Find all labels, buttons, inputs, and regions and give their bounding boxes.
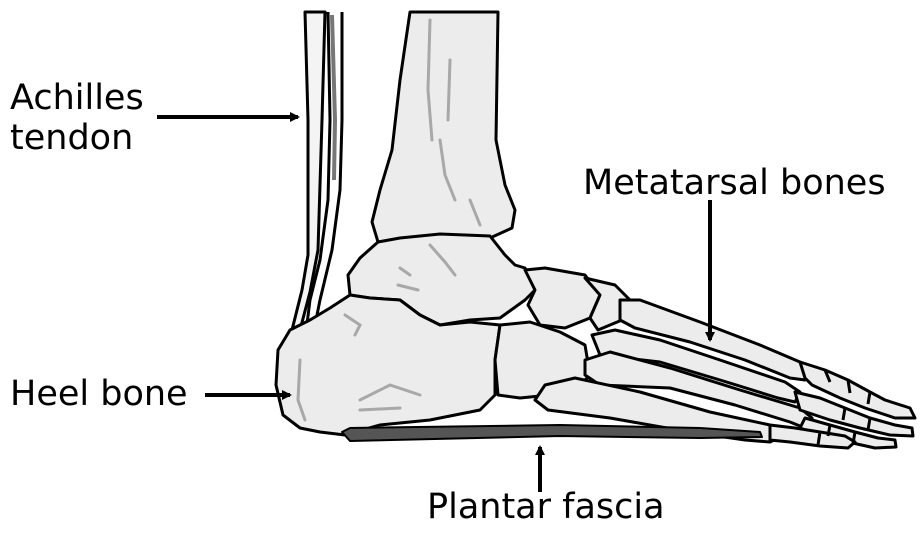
heel-bone-label: Heel bone [10,374,188,414]
achilles-label-line1: Achilles [10,78,144,118]
plantar-fascia [342,425,762,441]
achilles-label-line2: tendon [10,118,133,158]
plantar-fascia-label: Plantar fascia [427,487,665,527]
tibia [372,12,515,242]
metatarsal-label: Metatarsal bones [583,163,886,203]
